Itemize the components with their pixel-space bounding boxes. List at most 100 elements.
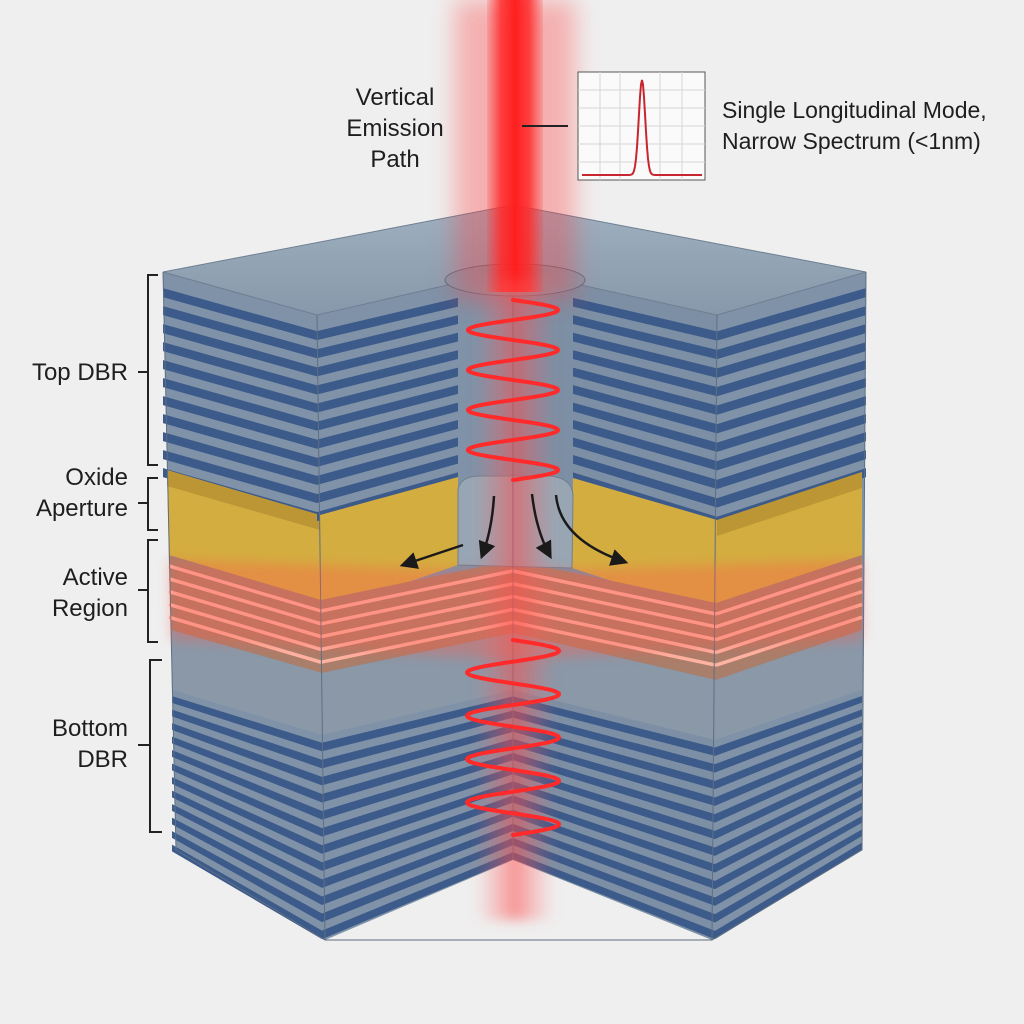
dbr-layer	[163, 360, 317, 413]
dbr-layer	[163, 324, 317, 377]
label-line: Top DBR	[31, 359, 128, 386]
label-spectrum: Single Longitudinal Mode, Narrow Spectru…	[722, 95, 1022, 157]
dbr-layer	[322, 738, 513, 803]
dbr-layer	[317, 420, 458, 467]
arrow-inner-right	[530, 493, 552, 560]
dbr-layer	[163, 414, 317, 467]
inner-left-top-dbr	[317, 297, 458, 522]
label-line: Oxide	[65, 464, 128, 491]
label-bottom-dbr: Bottom DBR	[10, 713, 128, 775]
spectrum-inset	[577, 71, 706, 181]
dbr-layer	[163, 306, 317, 359]
dbr-layer	[513, 738, 715, 806]
dbr-layer	[715, 736, 862, 806]
right-face	[712, 272, 866, 940]
dbr-layer	[322, 724, 513, 786]
dbr-layer	[172, 723, 322, 786]
label-line: Bottom	[51, 715, 128, 742]
current-flow-arrows	[399, 493, 629, 569]
dbr-layer	[322, 781, 513, 854]
label-vertical-emission-path: Vertical Emission Path	[330, 82, 460, 175]
dbr-layer	[573, 332, 717, 378]
dbr-layer	[715, 802, 862, 890]
spectrum-peak	[582, 79, 702, 176]
arrow-inner-left	[478, 495, 496, 560]
label-line: Active	[62, 564, 128, 591]
bracket-oxide	[138, 477, 158, 531]
label-line: Emission	[346, 115, 444, 142]
spectrum-grid	[578, 72, 705, 180]
label-line: Narrow Spectrum (<1nm)	[722, 128, 981, 154]
active-region-glow	[169, 560, 862, 660]
dbr-layer	[163, 450, 317, 504]
dbr-layer	[573, 297, 717, 341]
dbr-layer	[715, 762, 862, 840]
dbr-layer	[163, 378, 317, 431]
bracket-top-dbr	[138, 274, 158, 466]
bracket-active	[138, 539, 158, 643]
dbr-layer	[573, 315, 717, 360]
dbr-layer	[172, 709, 322, 769]
dbr-layer	[513, 710, 715, 773]
label-line: Region	[51, 595, 128, 622]
dbr-layer	[715, 776, 862, 856]
dbr-layer	[172, 777, 322, 854]
dbr-layer	[715, 842, 862, 940]
dbr-layer	[513, 823, 715, 906]
dbr-layer	[715, 816, 862, 906]
dbr-layer	[322, 823, 513, 905]
dbr-layer	[513, 795, 715, 873]
inner-left-bottom-dbr	[322, 696, 513, 940]
dbr-layer	[573, 454, 717, 508]
dbr-layer	[317, 437, 458, 485]
dbr-layer	[322, 809, 513, 888]
dbr-layer	[317, 315, 458, 359]
dbr-layer	[322, 767, 513, 837]
dbr-layer	[163, 432, 317, 485]
dbr-layer	[513, 696, 715, 756]
dbr-layer	[163, 396, 317, 449]
dbr-layer	[715, 696, 862, 756]
arrow-outer-right	[554, 494, 629, 566]
dbr-layer	[317, 402, 458, 449]
label-line: Single Longitudinal Mode,	[722, 97, 987, 123]
left-brackets	[138, 274, 162, 833]
dbr-layer	[573, 385, 717, 434]
dbr-layer	[317, 454, 458, 504]
dbr-layer	[715, 722, 862, 790]
dbr-layer	[717, 306, 866, 360]
dbr-layer	[513, 781, 715, 856]
dbr-layer	[513, 753, 715, 823]
dbr-layer	[717, 360, 866, 415]
dbr-layer	[717, 396, 866, 452]
label-oxide-aperture: Oxide Aperture	[10, 462, 128, 524]
dbr-layer	[573, 420, 717, 471]
dbr-layer	[715, 829, 862, 923]
dbr-layer	[513, 852, 715, 940]
label-line: DBR	[77, 746, 128, 773]
dbr-layer	[172, 790, 322, 871]
dbr-layer	[715, 789, 862, 873]
standing-wave-top	[465, 298, 561, 482]
standing-wave-bottom	[464, 638, 562, 837]
dbr-layer	[513, 838, 715, 923]
dbr-layer	[172, 750, 322, 820]
dbr-layer	[715, 709, 862, 773]
dbr-layer	[317, 332, 458, 377]
dbr-layer	[322, 795, 513, 871]
dbr-layer	[322, 710, 513, 769]
dbr-layer	[573, 402, 717, 452]
label-top-dbr: Top DBR	[10, 357, 128, 388]
dbr-layer	[717, 378, 866, 434]
dbr-layer	[322, 838, 513, 923]
left-bottom-dbr-stripes	[172, 696, 322, 940]
inner-right-top-dbr	[573, 297, 717, 527]
dbr-layer	[322, 753, 513, 820]
inner-right-bottom-dbr	[513, 696, 715, 940]
dbr-layer	[322, 852, 513, 940]
dbr-layer	[317, 385, 458, 431]
label-line: Vertical	[355, 84, 435, 111]
dbr-layer	[513, 767, 715, 840]
dbr-layer	[717, 432, 866, 489]
dbr-layer	[317, 297, 458, 341]
